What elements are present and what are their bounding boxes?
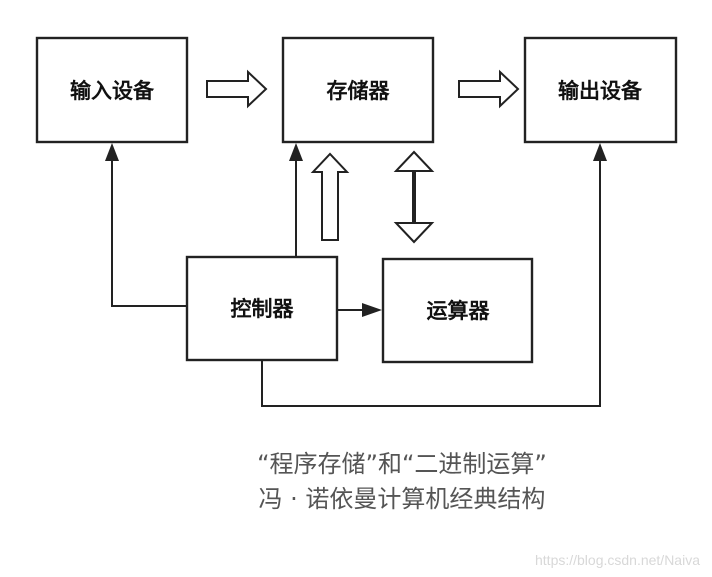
memory-label: 存储器 <box>327 79 391 103</box>
arrowhead-to-arithmetic <box>362 303 382 317</box>
hollow-double-arrow-memory-arithmetic <box>393 150 435 244</box>
input-device-label: 输入设备 <box>70 79 155 103</box>
watermark-url: https://blog.csdn.net/Naiva <box>535 552 700 568</box>
output-device-label: 输出设备 <box>558 79 643 103</box>
controller-box <box>185 255 339 362</box>
arrowhead-to-input <box>105 143 119 161</box>
controller-node: 控制器 <box>185 255 339 362</box>
arrowhead-to-output <box>593 143 607 161</box>
input-device-node: 输入设备 <box>35 36 189 144</box>
hollow-arrow-input-to-memory <box>206 69 268 109</box>
memory-node: 存储器 <box>281 36 435 144</box>
memory-box <box>281 36 435 144</box>
control-line-to-output <box>261 160 601 407</box>
hollow-arrow-memory-to-output <box>458 69 520 109</box>
hollow-arrow-controller-to-memory <box>310 152 350 241</box>
caption-line-1: “程序存储”和“二进制运算” <box>257 450 547 478</box>
arrowhead-to-memory <box>289 143 303 161</box>
arithmetic-unit-box <box>381 257 534 364</box>
arithmetic-unit-label: 运算器 <box>427 299 491 323</box>
controller-label: 控制器 <box>231 297 295 321</box>
control-line-to-input <box>111 160 187 307</box>
input-device-box <box>35 36 189 144</box>
output-device-box <box>523 36 678 144</box>
output-device-node: 输出设备 <box>523 36 678 144</box>
caption-line-2: 冯 · 诺依曼计算机经典结构 <box>259 485 546 513</box>
arithmetic-unit-node: 运算器 <box>381 257 534 364</box>
